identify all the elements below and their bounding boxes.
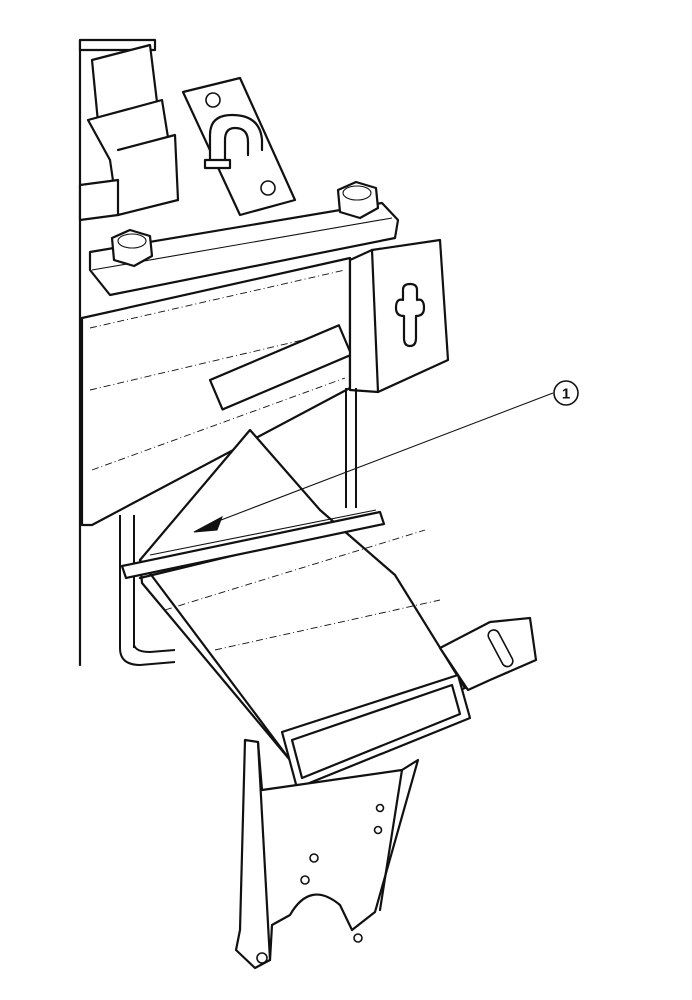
hook xyxy=(203,113,264,170)
lower-tube xyxy=(138,428,472,790)
arrowhead xyxy=(193,515,223,533)
support-rods xyxy=(119,388,357,667)
bolt-left xyxy=(110,228,154,268)
main-beam xyxy=(80,256,353,527)
lower-bracket xyxy=(234,738,420,970)
upper-mount-block xyxy=(78,43,180,222)
callout-1: 1 xyxy=(553,380,579,406)
cross-bar xyxy=(120,509,386,580)
callout-leader xyxy=(193,392,554,533)
bolt-right xyxy=(336,180,380,220)
keyhole-slot xyxy=(394,282,426,348)
beam-label-plate xyxy=(208,324,353,411)
tab-slot xyxy=(487,629,514,668)
slotted-tab xyxy=(438,616,538,692)
callout-1-label: 1 xyxy=(562,386,570,403)
keyhole-bracket xyxy=(348,238,450,394)
